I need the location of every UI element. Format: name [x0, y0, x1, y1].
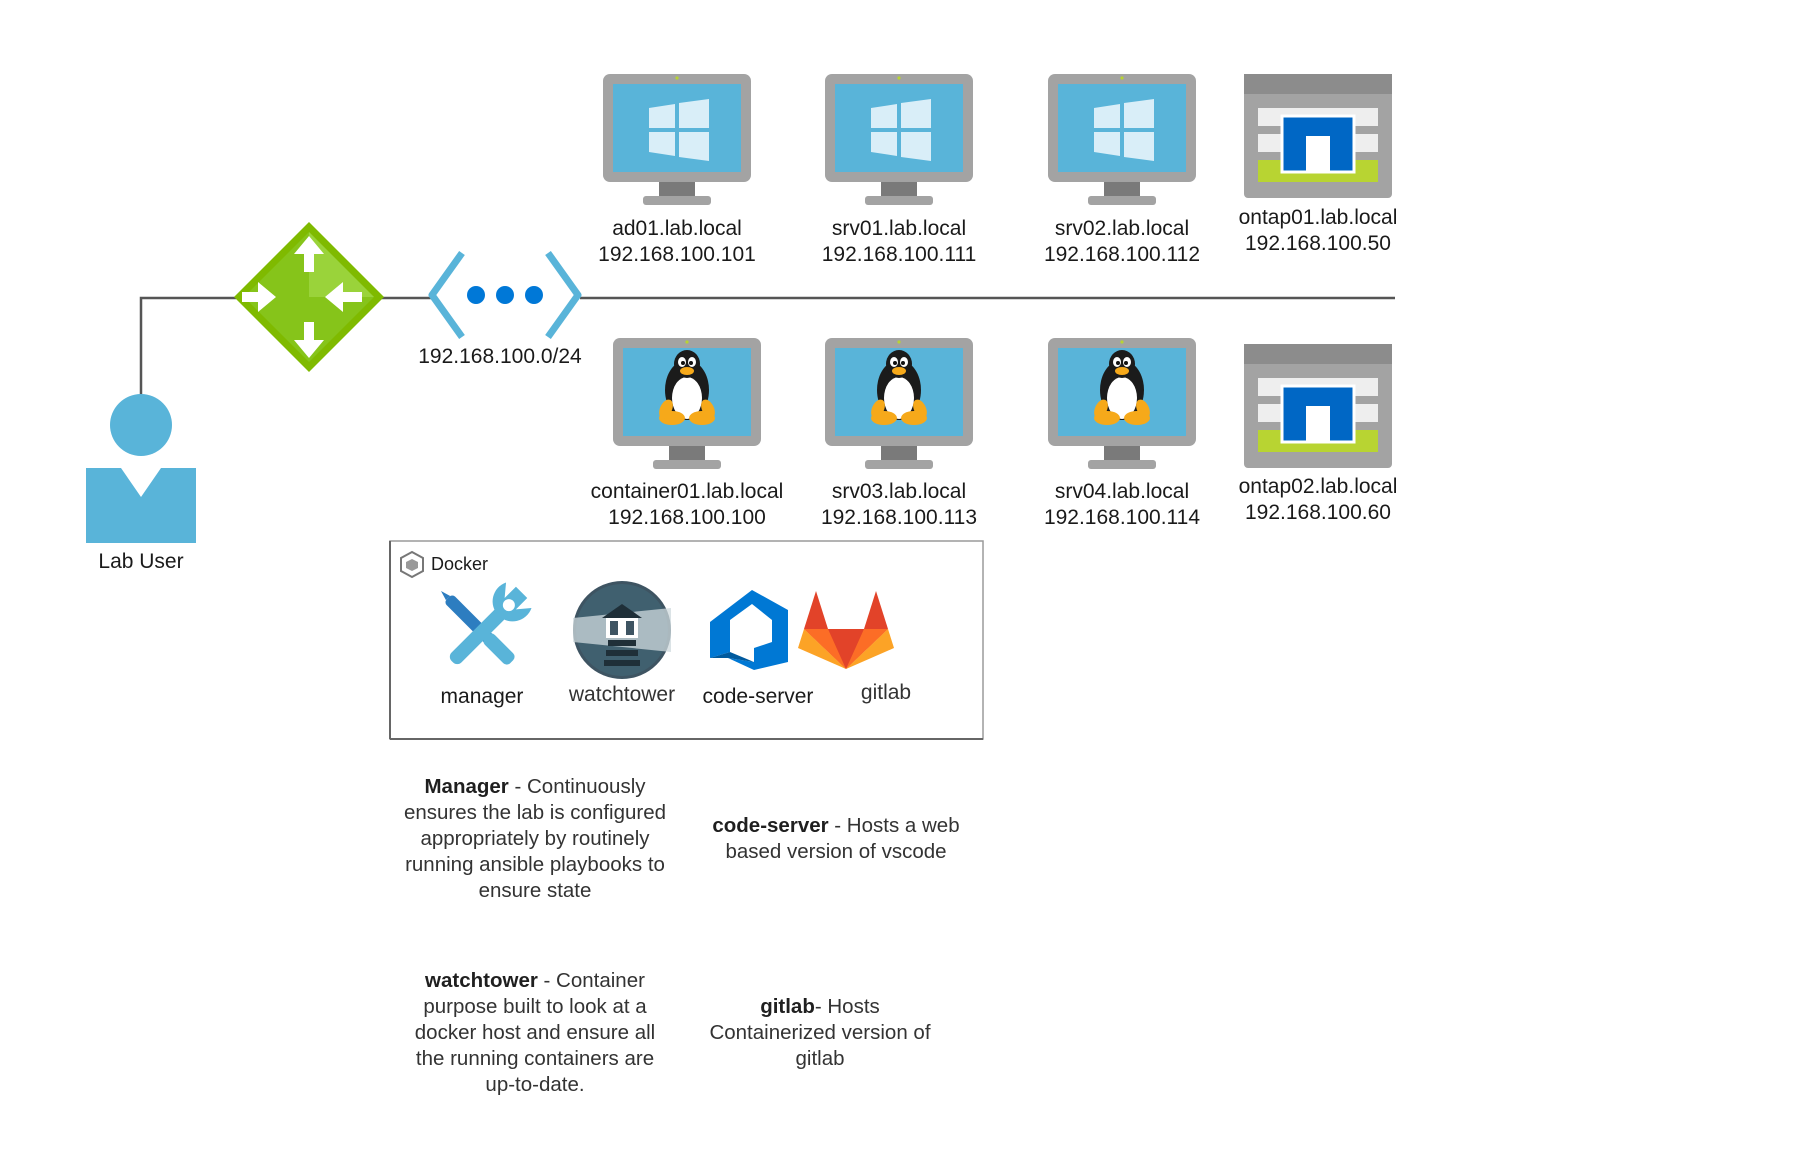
- linux-host-icon: [613, 338, 761, 469]
- linux-host-icon: [1048, 338, 1196, 469]
- code-server-icon: [710, 590, 788, 670]
- user-label: Lab User: [98, 550, 184, 573]
- user-icon: [86, 394, 196, 543]
- host-label-ontap01: ontap01.lab.local 192.168.100.50: [1193, 205, 1443, 257]
- host-label-ad01: ad01.lab.local 192.168.100.101: [552, 216, 802, 268]
- watchtower-icon: [573, 581, 671, 679]
- description-title: gitlab: [760, 995, 815, 1018]
- description-text: - Container purpose built to look at a d…: [414, 969, 656, 1096]
- description-code-server: code-server - Hosts a web based version …: [696, 813, 976, 865]
- netapp-storage-icon: [1242, 342, 1394, 470]
- host-label-ontap02: ontap02.lab.local 192.168.100.60: [1193, 474, 1443, 526]
- description-watchtower: watchtower - Container purpose built to …: [400, 968, 670, 1098]
- router-icon: [234, 222, 384, 372]
- host-ip: 192.168.100.100: [608, 506, 766, 529]
- linux-host-icon: [825, 338, 973, 469]
- description-title: code-server: [712, 814, 829, 837]
- host-name: srv04.lab.local: [1054, 480, 1190, 503]
- container-label-manager: manager: [440, 685, 524, 708]
- description-manager: Manager - Continuously ensures the lab i…: [390, 774, 680, 904]
- host-name: container01.lab.local: [590, 480, 784, 503]
- windows-host-icon: [1048, 74, 1196, 205]
- network-label: 192.168.100.0/24: [418, 345, 582, 368]
- docker-title: Docker: [431, 554, 489, 574]
- host-ip: 192.168.100.50: [1245, 232, 1391, 255]
- container-label-gitlab: gitlab: [860, 681, 912, 704]
- host-ip: 192.168.100.113: [820, 506, 978, 529]
- host-name: ontap01.lab.local: [1238, 206, 1398, 229]
- host-ip: 192.168.100.111: [821, 243, 977, 266]
- host-name: srv03.lab.local: [831, 480, 967, 503]
- description-gitlab: gitlab- Hosts Containerized version of g…: [696, 994, 944, 1072]
- description-title: Manager: [424, 775, 509, 798]
- netapp-storage-icon: [1242, 72, 1394, 200]
- description-text: - Hosts a web based version of vscode: [725, 814, 960, 863]
- container-label-code-server: code-server: [702, 685, 814, 708]
- description-text: - Continuously ensures the lab is config…: [403, 775, 667, 902]
- host-label-srv02: srv02.lab.local 192.168.100.112: [997, 216, 1247, 268]
- connection-lines: [139, 296, 1395, 399]
- host-name: ad01.lab.local: [612, 217, 742, 240]
- host-ip: 192.168.100.112: [1043, 243, 1201, 266]
- host-name: ontap02.lab.local: [1238, 475, 1398, 498]
- host-label-srv03: srv03.lab.local 192.168.100.113: [774, 479, 1024, 531]
- host-ip: 192.168.100.60: [1245, 501, 1391, 524]
- windows-host-icon: [603, 74, 751, 205]
- windows-host-icon: [825, 74, 973, 205]
- host-label-srv01: srv01.lab.local 192.168.100.111: [774, 216, 1024, 268]
- virtual-network-icon: [428, 250, 582, 340]
- docker-cube-icon: [400, 550, 424, 579]
- description-title: watchtower: [425, 969, 538, 992]
- host-ip: 192.168.100.114: [1043, 506, 1201, 529]
- gitlab-icon: [798, 591, 894, 669]
- host-label-container01: container01.lab.local 192.168.100.100: [562, 479, 812, 531]
- host-name: srv01.lab.local: [831, 217, 967, 240]
- host-label-srv04: srv04.lab.local 192.168.100.114: [997, 479, 1247, 531]
- host-ip: 192.168.100.101: [598, 243, 756, 266]
- host-name: srv02.lab.local: [1054, 217, 1190, 240]
- description-text: - Hosts Containerized version of gitlab: [709, 995, 931, 1070]
- container-label-watchtower: watchtower: [568, 683, 676, 706]
- tools-icon: [440, 582, 532, 665]
